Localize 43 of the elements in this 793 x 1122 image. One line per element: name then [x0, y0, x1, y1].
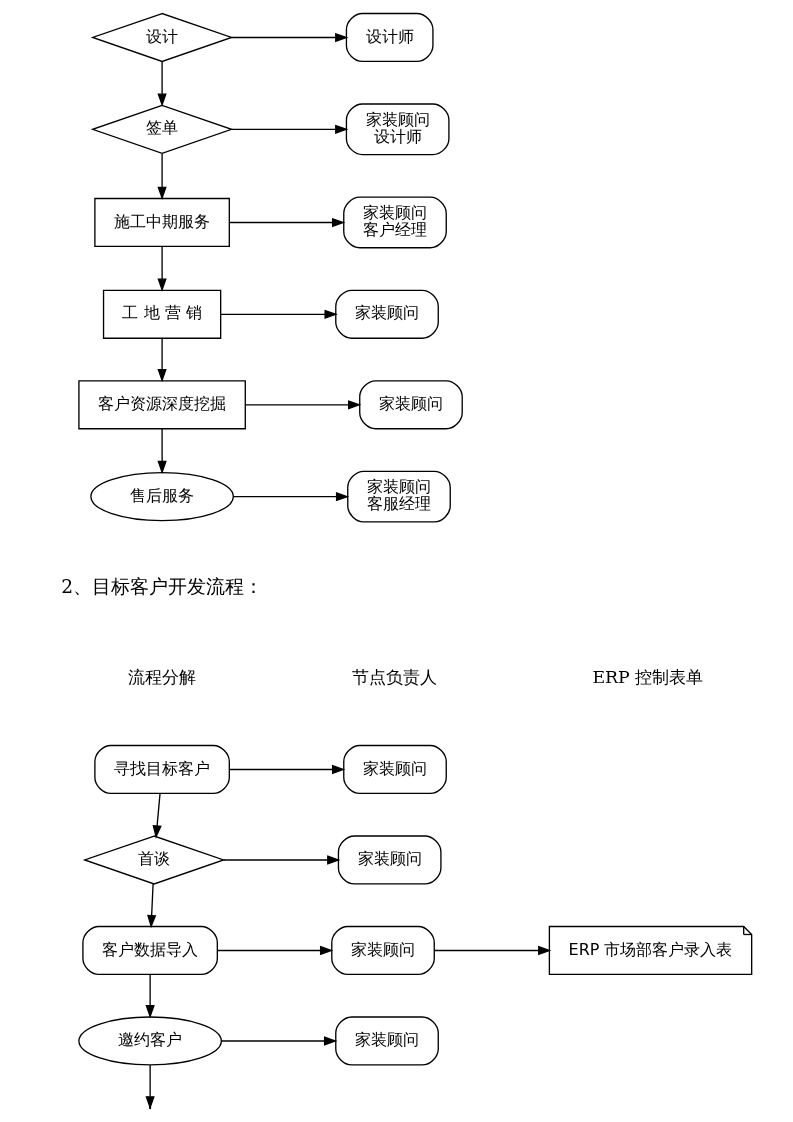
arrow: [219, 309, 338, 319]
node-box: 家装顾问 客服经理: [346, 470, 451, 523]
label: 节点负责人: [352, 667, 437, 688]
label: ERP 控制表单: [591, 667, 703, 688]
arrow: [156, 61, 167, 107]
arrow: [156, 428, 167, 475]
label: 流程分解: [127, 667, 196, 688]
node-box: 家装顾问: [358, 380, 463, 430]
node-box: 工 地 营 销: [102, 289, 221, 339]
arrow: [230, 32, 348, 43]
node-box: 客户资源深度挖掘: [77, 380, 246, 430]
arrow: [146, 883, 156, 929]
arrow: [433, 945, 551, 956]
node-box: 家装顾问: [330, 925, 435, 976]
arrow: [156, 152, 167, 201]
node-ellipse: 邀约客户: [77, 1016, 222, 1066]
arrow: [228, 217, 345, 228]
node-box: 寻找目标客户: [93, 744, 230, 795]
node-ellipse: 售后服务: [89, 472, 234, 522]
arrow: [156, 338, 167, 383]
node-diamond: 签单: [90, 104, 234, 154]
arrow: [222, 855, 340, 865]
arrow: [230, 124, 348, 134]
node-box: 施工中期服务: [93, 197, 230, 248]
arrow: [144, 974, 155, 1019]
arrow: [220, 1036, 337, 1046]
node-box: 家装顾问 客户经理: [342, 196, 447, 249]
label: 2、目标客户开发流程：: [60, 576, 263, 598]
node-box: 客户数据导入: [81, 925, 218, 976]
node-box: 家装顾问: [342, 744, 447, 795]
node-diamond: 设计: [90, 12, 234, 63]
node-box: 家装顾问: [334, 289, 439, 339]
arrow: [232, 491, 349, 502]
arrow: [244, 400, 361, 410]
node-box: 设计师: [345, 12, 434, 63]
arrow: [156, 246, 167, 292]
node-diamond: 首谈: [82, 835, 226, 885]
arrow: [152, 793, 162, 839]
node-box: 家装顾问: [337, 835, 442, 885]
node-box: 家装顾问: [334, 1016, 439, 1066]
arrow: [228, 764, 345, 775]
node-box: 家装顾问 设计师: [345, 103, 450, 156]
arrow: [216, 945, 333, 956]
